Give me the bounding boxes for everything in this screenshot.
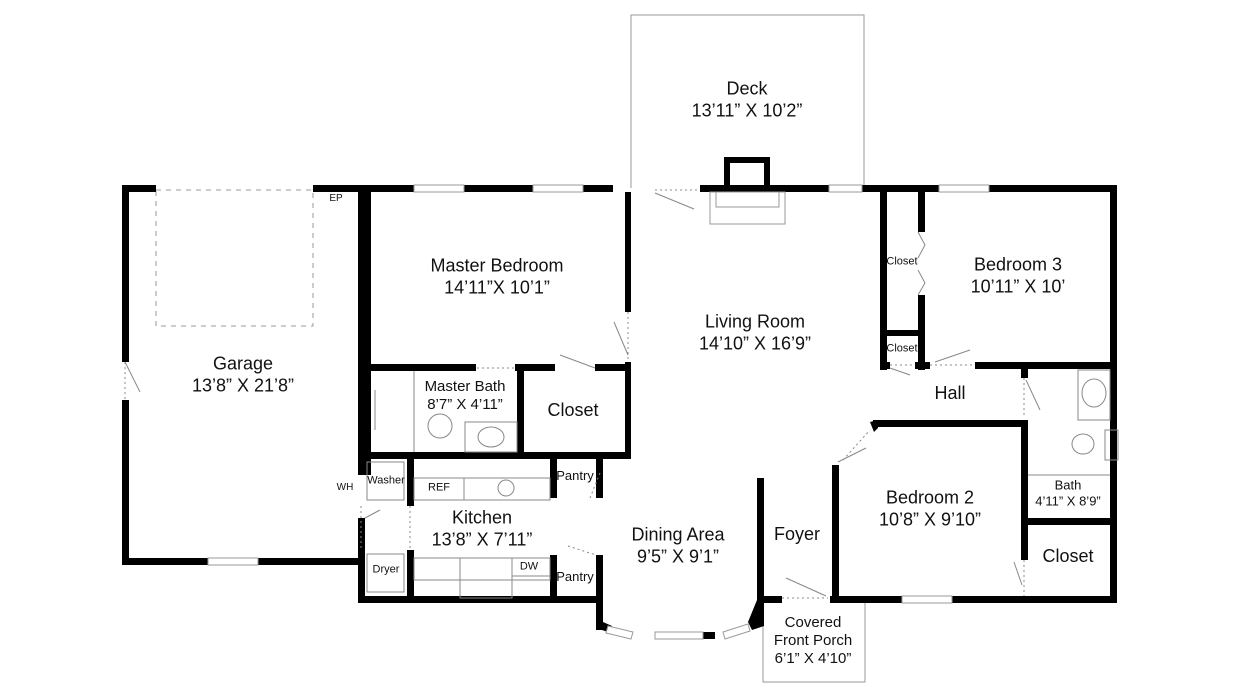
fixture-label-refrigerator: REF <box>428 481 450 494</box>
room-label-living-room: Living Room 14’10” X 16’9” <box>698 311 812 353</box>
walls <box>122 157 1117 639</box>
fireplace-hearth <box>709 191 786 225</box>
room-label-garage: Garage 13’8” X 21’8” <box>191 353 295 395</box>
room-label-bath: Bath 4’11” X 8’9” <box>1035 477 1101 508</box>
room-label-pantry-1: Pantry <box>556 468 594 484</box>
garage-parking-outline <box>155 189 314 327</box>
room-label-bedroom-3-closet: Closet <box>886 255 918 268</box>
room-label-pantry-2: Pantry <box>556 569 594 585</box>
room-label-bedroom-2-closet: Closet <box>1042 546 1094 567</box>
porch-outline <box>762 600 866 683</box>
room-label-master-bath: Master Bath 8’7” X 4’11” <box>424 378 506 413</box>
room-label-porch: Covered Front Porch 6’1” X 4’10” <box>773 614 853 667</box>
room-label-kitchen: Kitchen 13’8” X 7’11” <box>431 507 533 549</box>
room-label-dining-area: Dining Area 9’5” X 9’1” <box>631 524 725 566</box>
fixture-label-dishwasher: DW <box>519 560 539 573</box>
room-label-hall: Hall <box>934 383 966 404</box>
room-label-deck: Deck 13’11” X 10’2” <box>691 78 803 120</box>
room-label-master-bedroom: Master Bedroom 14’11”X 10’1” <box>430 255 564 297</box>
fixture-label-water-heater: WH <box>336 482 354 493</box>
master-bath-fixtures <box>374 371 518 453</box>
room-label-bedroom-2: Bedroom 2 10’8” X 9’10” <box>878 487 982 529</box>
room-label-hall-closet: Closet <box>886 342 918 355</box>
deck-outline <box>630 14 865 188</box>
bath-fixtures <box>1028 369 1119 476</box>
fixture-label-dryer: Dryer <box>372 563 400 576</box>
kitchen-fixtures <box>366 461 551 599</box>
fixture-label-washer: Washer <box>367 474 405 487</box>
room-label-foyer: Foyer <box>773 524 821 545</box>
fixture-label-electrical-panel: EP <box>329 193 343 204</box>
windows <box>207 184 990 640</box>
room-label-bedroom-3: Bedroom 3 10’11” X 10’ <box>970 254 1066 296</box>
room-label-master-closet: Closet <box>547 400 599 421</box>
door-swings <box>124 189 1041 599</box>
